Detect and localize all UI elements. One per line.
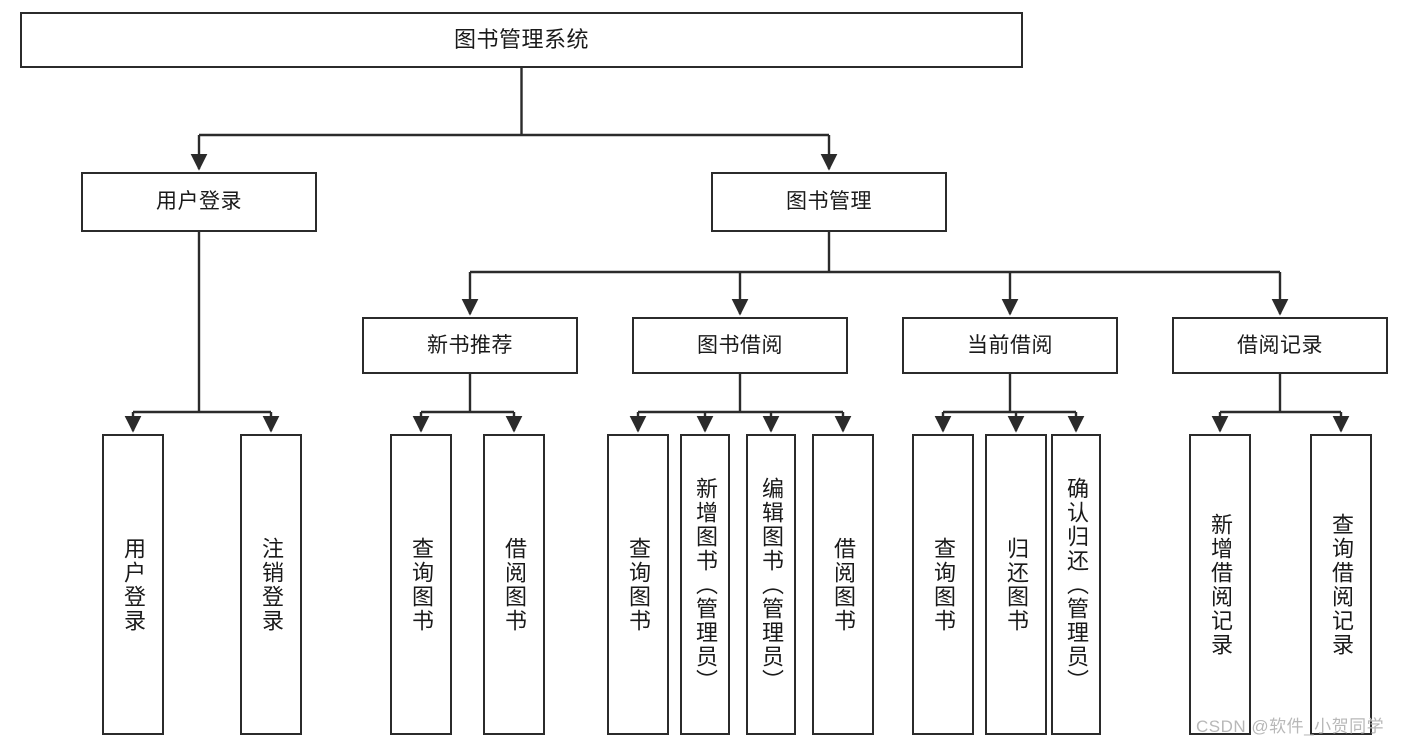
node-label-book-borrow: 图书借阅 (697, 333, 783, 357)
node-label-new-book-recommend: 新书推荐 (427, 333, 513, 357)
node-label-leaf-return-book: 归还图书 (1004, 536, 1029, 633)
node-leaf-logout[interactable]: 注销登录 (240, 434, 302, 735)
node-label-leaf-edit-book: 编辑图书（管理员） (759, 476, 784, 693)
node-leaf-borrow-book-2[interactable]: 借阅图书 (812, 434, 874, 735)
node-book-manage[interactable]: 图书管理 (711, 172, 947, 232)
node-new-book-recommend[interactable]: 新书推荐 (362, 317, 578, 374)
node-leaf-user-login[interactable]: 用户登录 (102, 434, 164, 735)
node-label-leaf-borrow-book-2: 借阅图书 (831, 536, 856, 633)
node-label-borrow-record: 借阅记录 (1237, 333, 1323, 357)
node-label-leaf-logout: 注销登录 (259, 536, 284, 633)
node-leaf-query-book-1[interactable]: 查询图书 (390, 434, 452, 735)
node-label-leaf-add-book: 新增图书（管理员） (693, 476, 718, 693)
node-leaf-add-book[interactable]: 新增图书（管理员） (680, 434, 730, 735)
node-label-leaf-user-login: 用户登录 (121, 536, 146, 633)
node-label-current-borrow: 当前借阅 (967, 333, 1053, 357)
node-leaf-confirm-return[interactable]: 确认归还（管理员） (1051, 434, 1101, 735)
connector-group (124, 68, 1350, 433)
node-label-leaf-query-book-3: 查询图书 (931, 536, 956, 633)
node-root[interactable]: 图书管理系统 (20, 12, 1023, 68)
node-label-book-manage: 图书管理 (786, 190, 872, 214)
node-label-leaf-query-book-1: 查询图书 (409, 536, 434, 633)
node-current-borrow[interactable]: 当前借阅 (902, 317, 1118, 374)
node-leaf-add-record[interactable]: 新增借阅记录 (1189, 434, 1251, 735)
node-label-leaf-add-record: 新增借阅记录 (1208, 512, 1233, 657)
node-label-leaf-query-record: 查询借阅记录 (1329, 512, 1354, 657)
node-label-leaf-confirm-return: 确认归还（管理员） (1064, 476, 1089, 693)
node-book-borrow[interactable]: 图书借阅 (632, 317, 848, 374)
node-label-leaf-borrow-book-1: 借阅图书 (502, 536, 527, 633)
node-leaf-edit-book[interactable]: 编辑图书（管理员） (746, 434, 796, 735)
node-label-root: 图书管理系统 (453, 26, 589, 52)
node-leaf-query-book-2[interactable]: 查询图书 (607, 434, 669, 735)
node-label-user-login: 用户登录 (156, 190, 242, 214)
node-borrow-record[interactable]: 借阅记录 (1172, 317, 1388, 374)
node-user-login[interactable]: 用户登录 (81, 172, 317, 232)
node-leaf-query-record[interactable]: 查询借阅记录 (1310, 434, 1372, 735)
node-leaf-return-book[interactable]: 归还图书 (985, 434, 1047, 735)
node-leaf-borrow-book-1[interactable]: 借阅图书 (483, 434, 545, 735)
node-leaf-query-book-3[interactable]: 查询图书 (912, 434, 974, 735)
node-label-leaf-query-book-2: 查询图书 (626, 536, 651, 633)
